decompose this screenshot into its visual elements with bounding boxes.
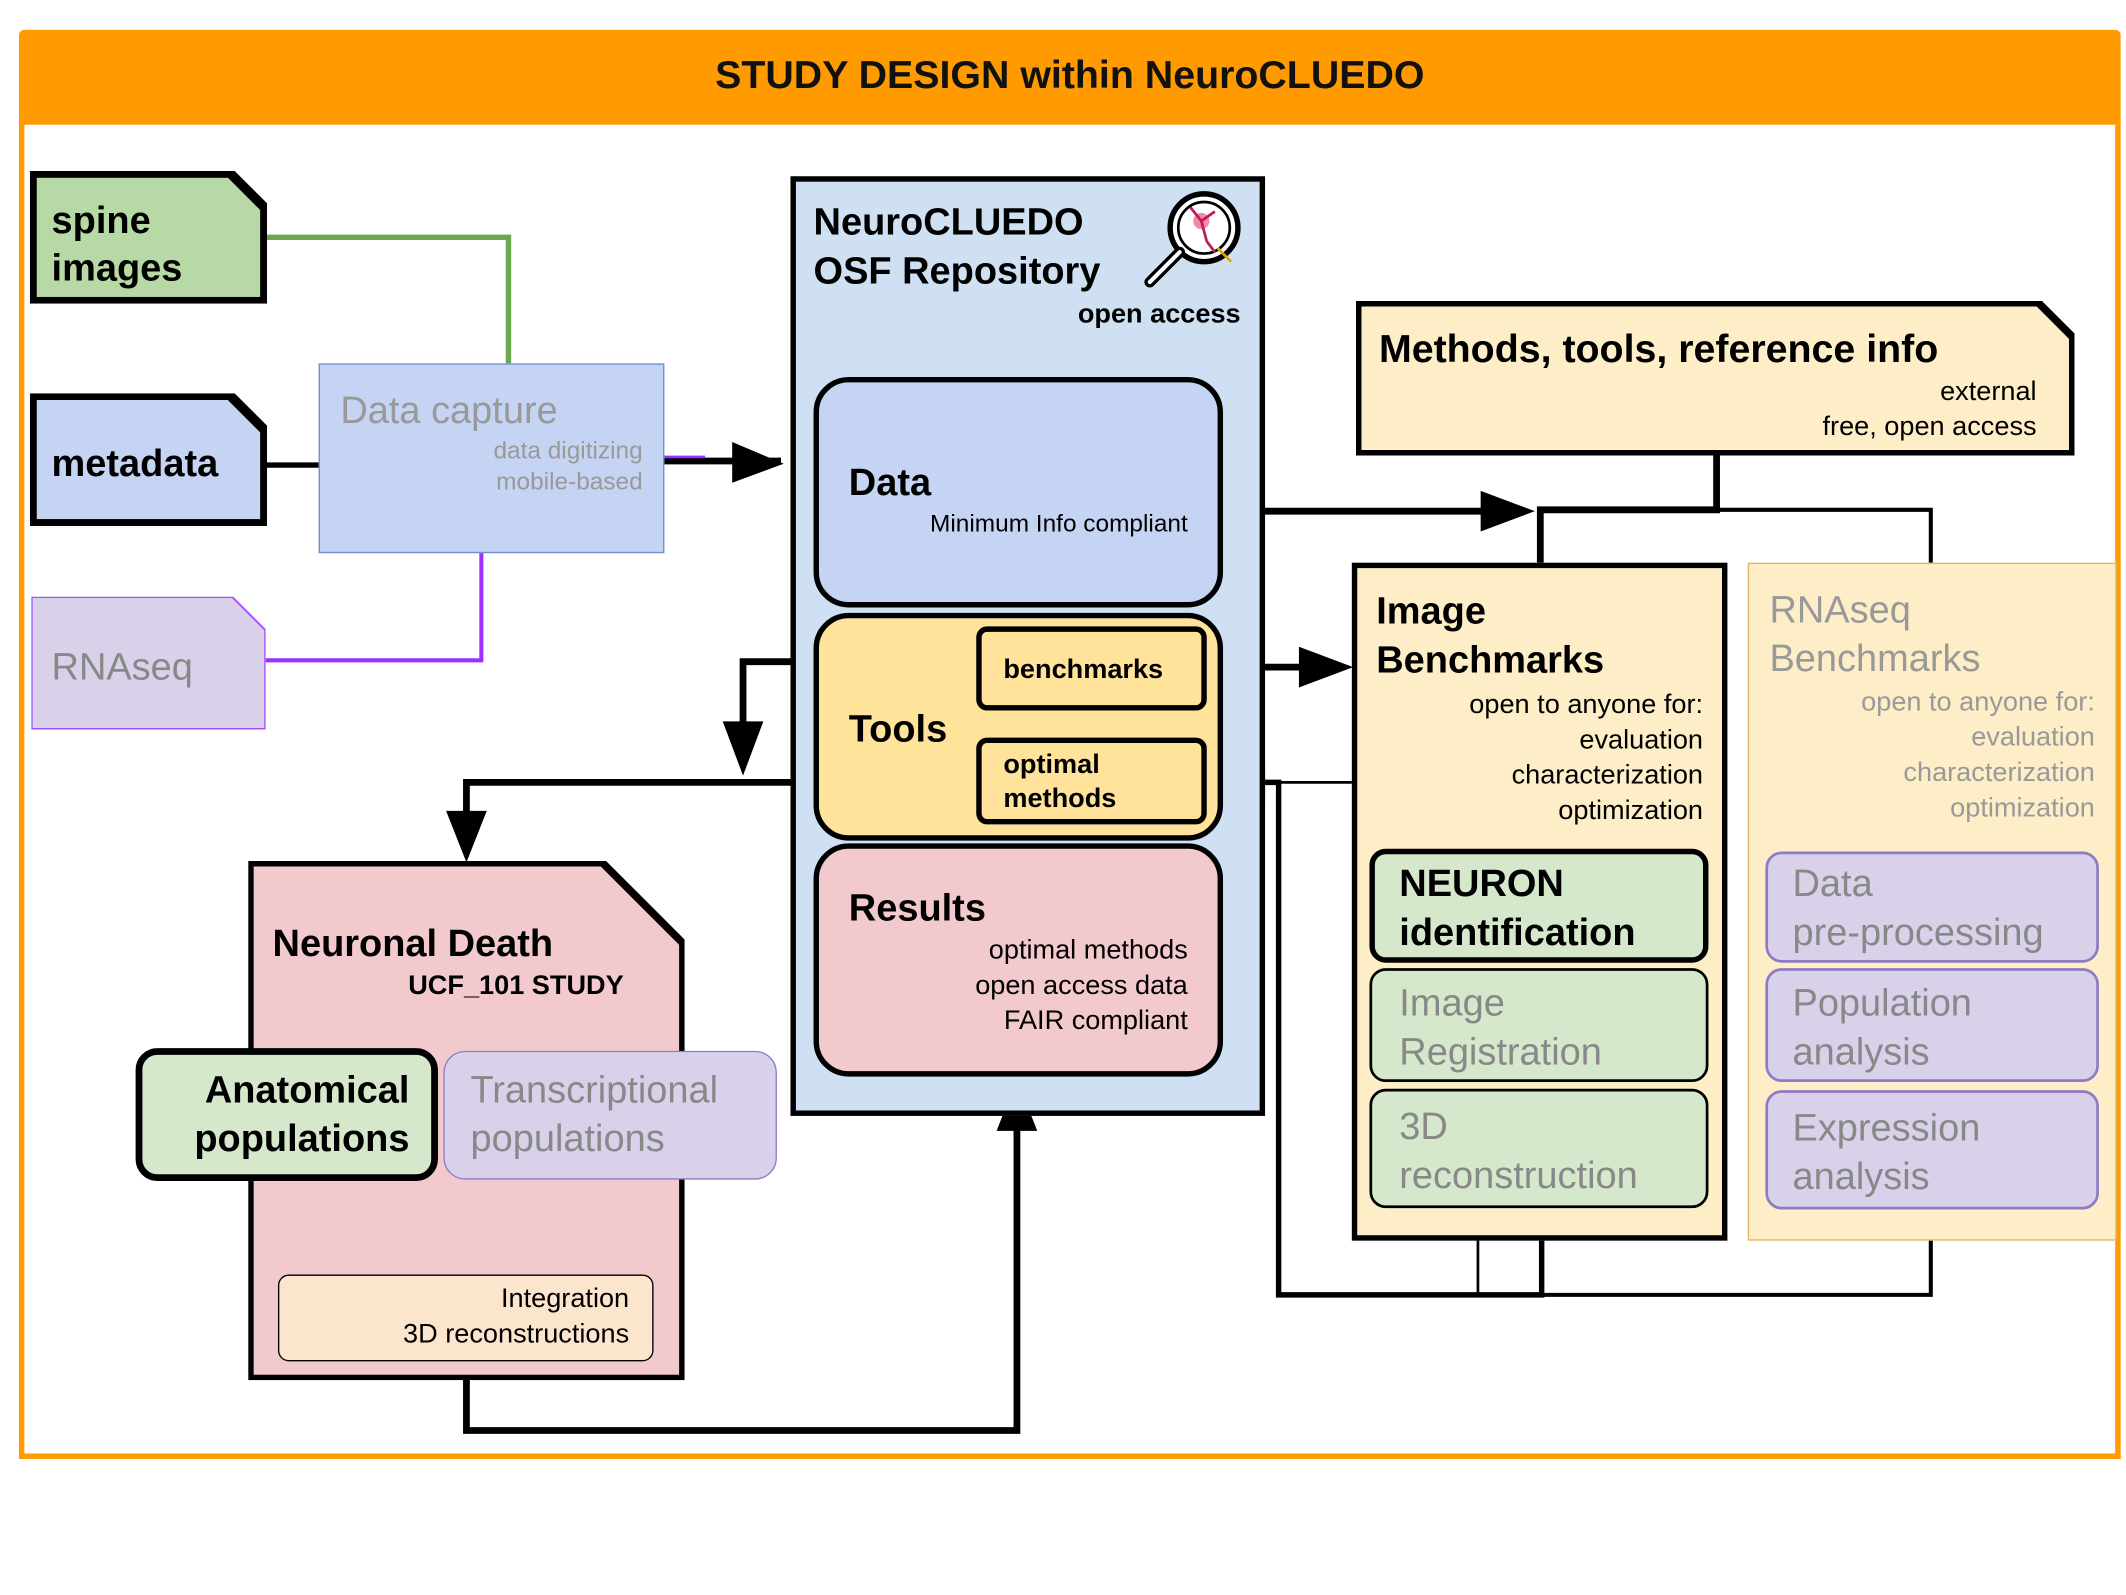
methods-to-image-bench-line	[1536, 454, 1720, 563]
anatomical-populations-box: Anatomical populations	[135, 1048, 438, 1181]
repository-title2: OSF Repository	[813, 249, 1101, 292]
metadata-label: metadata	[51, 442, 219, 485]
diagram-frame	[18, 119, 2121, 1459]
rnaseq-bench-title1: RNAseq	[1769, 588, 1911, 631]
study-to-results-line	[463, 1125, 1021, 1434]
rnaseq-bench-line2: evaluation	[1971, 722, 2095, 753]
transcriptional-line2: populations	[470, 1117, 665, 1160]
methods-info-line1: external	[1940, 376, 2037, 407]
benchmarks-label: benchmarks	[1003, 654, 1164, 685]
rnaseq-bench-title2: Benchmarks	[1769, 637, 1981, 680]
results-line2: open access data	[975, 970, 1188, 1001]
repository-access: open access	[1077, 299, 1241, 330]
data-box: Data Minimum Info compliant	[813, 376, 1224, 608]
neuronal-death-title: Neuronal Death	[272, 922, 554, 965]
integration-line2: 3D reconstructions	[403, 1319, 630, 1350]
3d-recon-line2: reconstruction	[1399, 1153, 1638, 1196]
methods-info-line2: free, open access	[1822, 412, 2037, 443]
title-bar: STUDY DESIGN within NeuroCLUEDO	[18, 29, 2121, 125]
data-subtitle: Minimum Info compliant	[930, 509, 1188, 537]
neuron-id-line2: identification	[1399, 911, 1636, 954]
image-bench-title2: Benchmarks	[1376, 638, 1605, 681]
transcriptional-populations-box: Transcriptional populations	[443, 1050, 777, 1180]
image-reg-line2: Registration	[1399, 1030, 1602, 1073]
results-box: Results optimal methods open access data…	[813, 843, 1224, 1077]
spine-to-capture-line	[265, 234, 512, 364]
neuronal-death-study: UCF_101 STUDY	[408, 970, 624, 1001]
transcriptional-line1: Transcriptional	[470, 1068, 719, 1111]
data-capture-line1: data digitizing	[493, 436, 643, 464]
population-analysis-box: Population analysis	[1765, 968, 2099, 1083]
capture-arrowhead	[732, 442, 784, 483]
data-preprocessing-box: Data pre-processing	[1765, 851, 2099, 963]
neuron-identification-box: NEURON identification	[1369, 848, 1709, 963]
anatomical-line1: Anatomical	[204, 1068, 410, 1111]
image-bench-line2: evaluation	[1579, 725, 1704, 756]
3d-recon-line1: 3D	[1399, 1105, 1448, 1148]
spine-images-label: spine images	[51, 199, 183, 289]
rnaseq-to-capture-line	[265, 551, 484, 663]
expr-analysis-line1: Expression	[1792, 1106, 1981, 1149]
data-capture-box: Data capture data digitizing mobile-base…	[318, 363, 665, 554]
diagram-title: STUDY DESIGN within NeuroCLUEDO	[715, 54, 1425, 98]
data-title: Data	[848, 461, 932, 504]
anatomical-line2: populations	[194, 1117, 410, 1160]
methods-label: methods	[1003, 783, 1117, 814]
image-bench-line4: optimization	[1558, 795, 1704, 826]
pop-analysis-line1: Population	[1792, 981, 1972, 1024]
spine-images-node	[30, 171, 267, 304]
data-capture-line2: mobile-based	[496, 467, 643, 495]
optimal-methods-box: optimal methods	[976, 737, 1207, 825]
rnaseq-label: RNAseq	[51, 645, 193, 688]
metadata-node	[30, 393, 267, 526]
preproc-line2: pre-processing	[1792, 911, 2044, 954]
image-bench-line1: open to anyone for:	[1469, 690, 1704, 720]
image-bench-line3: characterization	[1511, 760, 1704, 791]
tools-title: Tools	[848, 707, 948, 750]
results-line3: FAIR compliant	[1003, 1006, 1188, 1036]
methods-to-rnaseq-bench-line	[1716, 507, 1933, 563]
expr-analysis-line2: analysis	[1792, 1155, 1930, 1198]
rnaseq-bench-line3: characterization	[1903, 757, 2095, 788]
methods-info-title: Methods, tools, reference info	[1378, 328, 1939, 372]
preproc-line1: Data	[1792, 862, 1873, 905]
pop-analysis-line2: analysis	[1792, 1030, 1930, 1073]
methods-info-node	[1356, 301, 2075, 456]
rnaseq-bench-line4: optimization	[1950, 793, 2095, 824]
neuron-id-line1: NEURON	[1399, 862, 1564, 905]
results-title: Results	[848, 886, 986, 929]
3d-reconstruction-box: 3D reconstruction	[1369, 1088, 1709, 1209]
image-registration-box: Image Registration	[1369, 968, 1709, 1083]
bench-return-line	[1254, 779, 1545, 1298]
integration-line1: Integration	[500, 1284, 630, 1314]
rnaseq-return-line	[1541, 1236, 1933, 1297]
data-capture-title: Data capture	[340, 389, 558, 432]
repository-title1: NeuroCLUEDO	[813, 200, 1084, 243]
optimal-label: optimal	[1003, 749, 1100, 780]
image-reg-line1: Image	[1399, 981, 1505, 1024]
integration-box: Integration 3D reconstructions	[277, 1274, 654, 1362]
results-line1: optimal methods	[988, 935, 1188, 966]
rnaseq-node	[31, 597, 266, 730]
benchmarks-box: benchmarks	[976, 626, 1207, 711]
expression-analysis-box: Expression analysis	[1765, 1090, 2099, 1210]
rnaseq-bench-line1: open to anyone for:	[1861, 687, 2095, 718]
magnifier-icon	[1144, 191, 1241, 288]
image-bench-title1: Image	[1376, 589, 1486, 632]
